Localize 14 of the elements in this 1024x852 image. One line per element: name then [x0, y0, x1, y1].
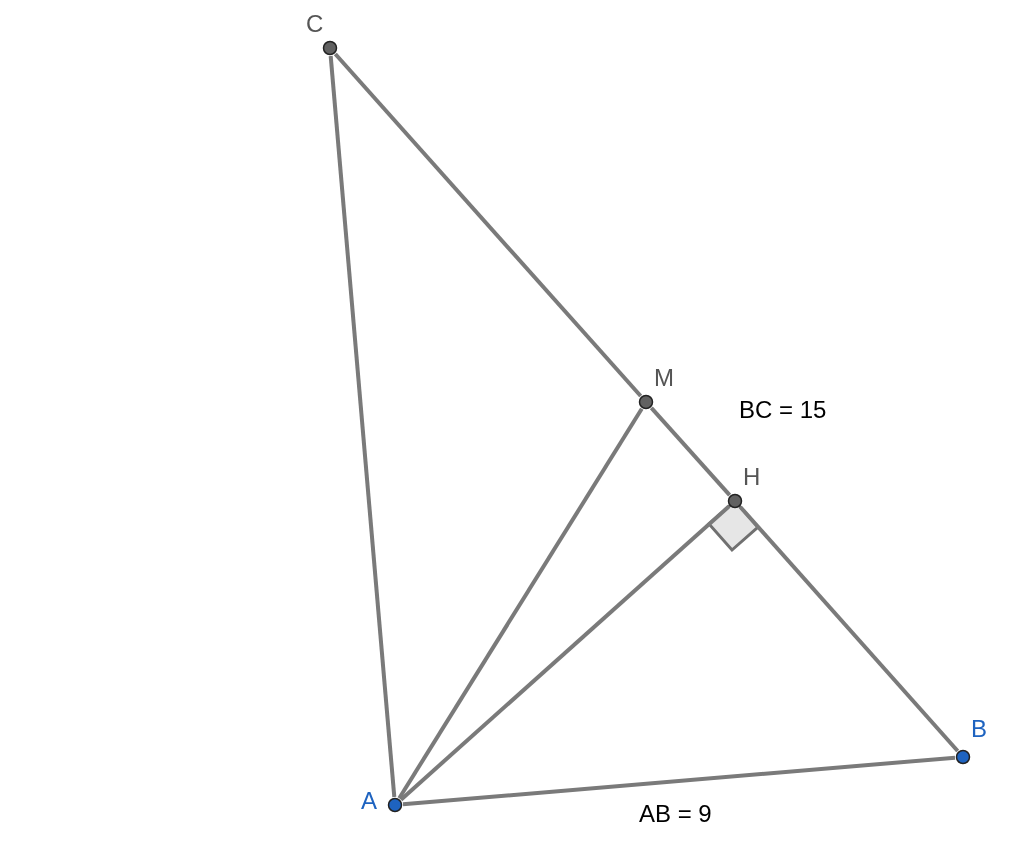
line-segment: [328, 55, 397, 798]
length-label: AB = 9: [639, 802, 712, 826]
line-segment: [402, 755, 956, 807]
point-label: M: [654, 366, 674, 390]
point-label: C: [306, 12, 324, 36]
line-segment: [333, 52, 643, 398]
line-segment: [399, 504, 731, 802]
length-label: BC = 15: [739, 398, 827, 422]
point-label: H: [743, 465, 761, 489]
line-segment: [649, 406, 732, 497]
line-segment: [397, 407, 644, 800]
point-label: A: [361, 789, 377, 813]
line-segment: [738, 505, 960, 753]
point-label: B: [971, 717, 987, 741]
